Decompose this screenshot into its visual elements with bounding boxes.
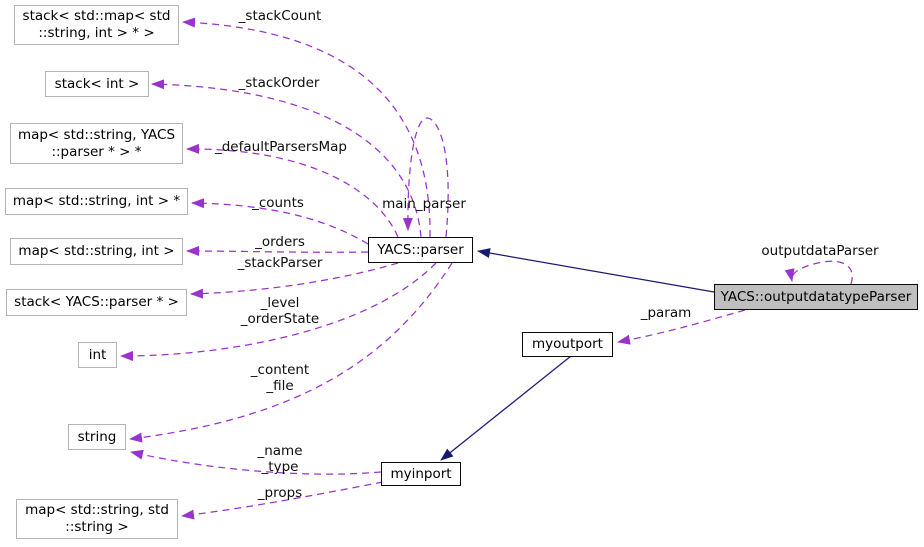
edge-inheritance-myinport [440,355,572,461]
edge-label-stackcount: _stackCount [238,8,322,25]
edge-inheritance-parser [477,248,715,293]
edge-defaultparsersmap [186,143,399,238]
edge-label-main-parser: main_parser [382,196,466,213]
edge-props [181,481,384,520]
edge-label-stackorder: _stackOrder [238,75,320,92]
edge-label-outputdataparser: outputdataParser [761,243,879,260]
edge-label-props: _props [257,485,303,502]
edge-outputdataparser-selfloop [784,260,853,285]
edge-stackorder [151,79,422,238]
edge-label-orders: _orders [255,234,305,251]
edge-content-file [129,262,453,443]
edge-stackparser [190,262,399,299]
edge-name-type [130,449,382,475]
node-myinport[interactable]: myinport [381,462,461,486]
edge-label-counts: _counts [252,195,304,212]
node-map-string-int: map< std::string, int > [10,238,183,265]
edge-level-orderstate [120,262,437,361]
edge-label-stackparser: _stackParser [237,255,323,272]
node-yacs-outputdatatypeparser: YACS::outputdatatypeParser [714,284,918,310]
node-stack-int: stack< int > [45,71,149,97]
edge-label-name-type: _name _type [257,443,303,475]
edge-mainparser-selfloop [402,117,449,238]
edge-counts [191,198,369,245]
edge-label-defaultparsersmap: _defaultParsersMap [214,139,348,156]
node-yacs-parser[interactable]: YACS::parser [368,237,473,263]
node-map-string-parser-ptr: map< std::string, YACS ::parser * > * [10,123,183,164]
node-stack-map-string-int: stack< std::map< std ::string, int > * > [14,5,179,45]
edge-orders [186,246,369,257]
edge-label-param: _param [640,305,692,322]
edge-label-content-file: _content _file [250,362,310,394]
node-map-string-int-ptr: map< std::string, int > * [5,188,188,215]
node-stack-yacs-parser-ptr: stack< YACS::parser * > [6,289,187,316]
edge-param [617,309,746,345]
node-map-string-string: map< std::string, std ::string > [16,499,178,539]
edge-label-level-orderstate: _level _orderState [240,295,320,327]
node-int: int [78,342,117,368]
node-string: string [68,424,126,450]
edge-stackcount [182,17,431,238]
node-myoutport[interactable]: myoutport [522,332,613,357]
